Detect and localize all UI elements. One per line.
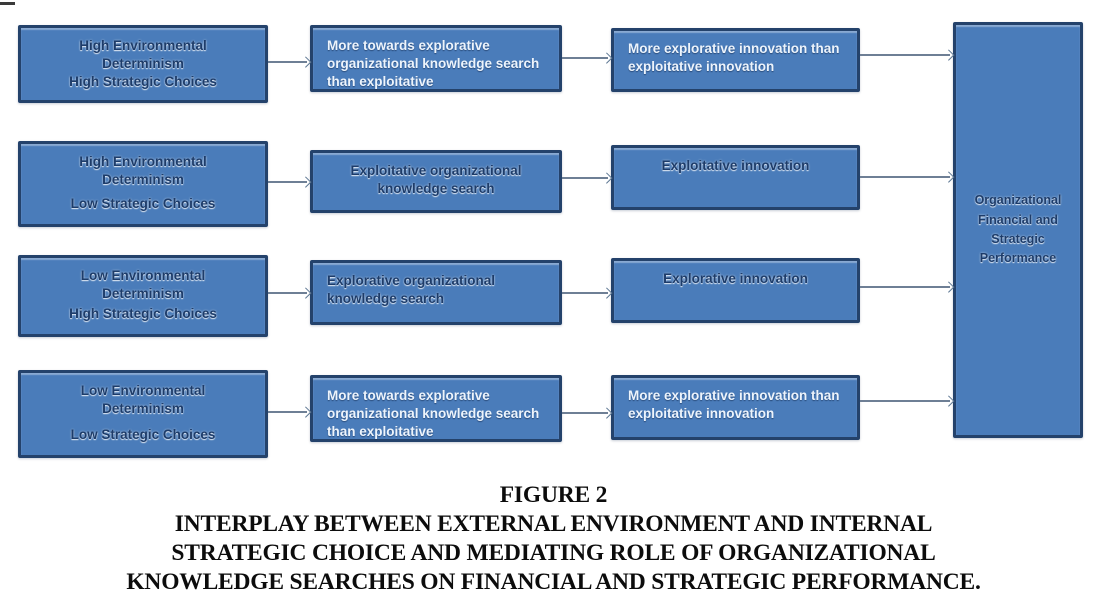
arrow-right-icon bbox=[562, 287, 612, 299]
arrow-right-icon bbox=[268, 287, 311, 299]
row-3-environment-box: Low Environmental Determinism High Strat… bbox=[18, 255, 268, 337]
row-3-knowledge-search-box: Explorative organizational knowledge sea… bbox=[310, 260, 562, 325]
row-3-innovation-label: Explorative innovation bbox=[663, 271, 808, 286]
arrow-right-icon bbox=[562, 52, 612, 64]
row-1-knowledge-search-box: More towards explorative organizational … bbox=[310, 25, 562, 92]
row-2-knowledge-search-label: Exploitative organizational knowledge se… bbox=[350, 163, 522, 196]
arrow-right-icon bbox=[562, 407, 612, 419]
row-3-knowledge-search-label: Explorative organizational knowledge sea… bbox=[327, 273, 496, 306]
row-4-environment-box: Low Environmental Determinism Low Strate… bbox=[18, 370, 268, 458]
figure-title-line-3: KNOWLEDGE SEARCHES ON FINANCIAL AND STRA… bbox=[126, 569, 981, 595]
arrow-right-icon bbox=[860, 281, 954, 293]
outcome-box: Organizational Financial and Strategic P… bbox=[953, 22, 1083, 438]
row-4-innovation-label: More explorative innovation than exploit… bbox=[628, 388, 840, 421]
row-2-environment-box: High Environmental Determinism Low Strat… bbox=[18, 141, 268, 227]
scan-artifact-mark bbox=[0, 2, 15, 5]
row-1-environment-box: High Environmental Determinism High Stra… bbox=[18, 25, 268, 103]
arrow-right-icon bbox=[268, 176, 311, 188]
row-4-knowledge-search-label: More towards explorative organizational … bbox=[327, 388, 540, 439]
arrow-right-icon bbox=[562, 172, 612, 184]
arrow-right-icon bbox=[268, 406, 311, 418]
row-1-strategic-label: High Strategic Choices bbox=[69, 73, 217, 89]
row-2-knowledge-search-box: Exploitative organizational knowledge se… bbox=[310, 150, 562, 213]
row-3-innovation-box: Explorative innovation bbox=[611, 258, 860, 323]
arrow-right-icon bbox=[860, 171, 954, 183]
figure-title-line-1: INTERPLAY BETWEEN EXTERNAL ENVIRONMENT A… bbox=[174, 511, 933, 537]
outcome-label: Organizational Financial and Strategic P… bbox=[974, 193, 1062, 266]
row-4-innovation-box: More explorative innovation than exploit… bbox=[611, 375, 860, 440]
row-4-knowledge-search-box: More towards explorative organizational … bbox=[310, 375, 562, 442]
row-4-environment-label: Low Environmental Determinism bbox=[80, 383, 206, 416]
arrow-right-icon bbox=[268, 56, 311, 68]
row-2-innovation-box: Exploitative innovation bbox=[611, 145, 860, 210]
row-1-innovation-box: More explorative innovation than exploit… bbox=[611, 28, 860, 92]
figure-title-line-2: STRATEGIC CHOICE AND MEDIATING ROLE OF O… bbox=[171, 540, 936, 566]
row-2-environment-label: High Environmental Determinism bbox=[79, 154, 207, 187]
row-1-innovation-label: More explorative innovation than exploit… bbox=[628, 41, 840, 74]
row-2-innovation-label: Exploitative innovation bbox=[661, 158, 810, 173]
row-1-knowledge-search-label: More towards explorative organizational … bbox=[327, 38, 540, 89]
row-2-strategic-label: Low Strategic Choices bbox=[70, 196, 216, 212]
figure-label: FIGURE 2 bbox=[499, 482, 608, 508]
row-4-strategic-label: Low Strategic Choices bbox=[70, 427, 216, 443]
row-3-strategic-label: High Strategic Choices bbox=[69, 306, 217, 322]
figure-caption: FIGURE 2 INTERPLAY BETWEEN EXTERNAL ENVI… bbox=[0, 481, 1107, 597]
row-1-environment-label: High Environmental Determinism bbox=[79, 38, 207, 71]
arrow-right-icon bbox=[860, 49, 954, 61]
arrow-right-icon bbox=[860, 395, 954, 407]
row-3-environment-label: Low Environmental Determinism bbox=[80, 268, 206, 301]
